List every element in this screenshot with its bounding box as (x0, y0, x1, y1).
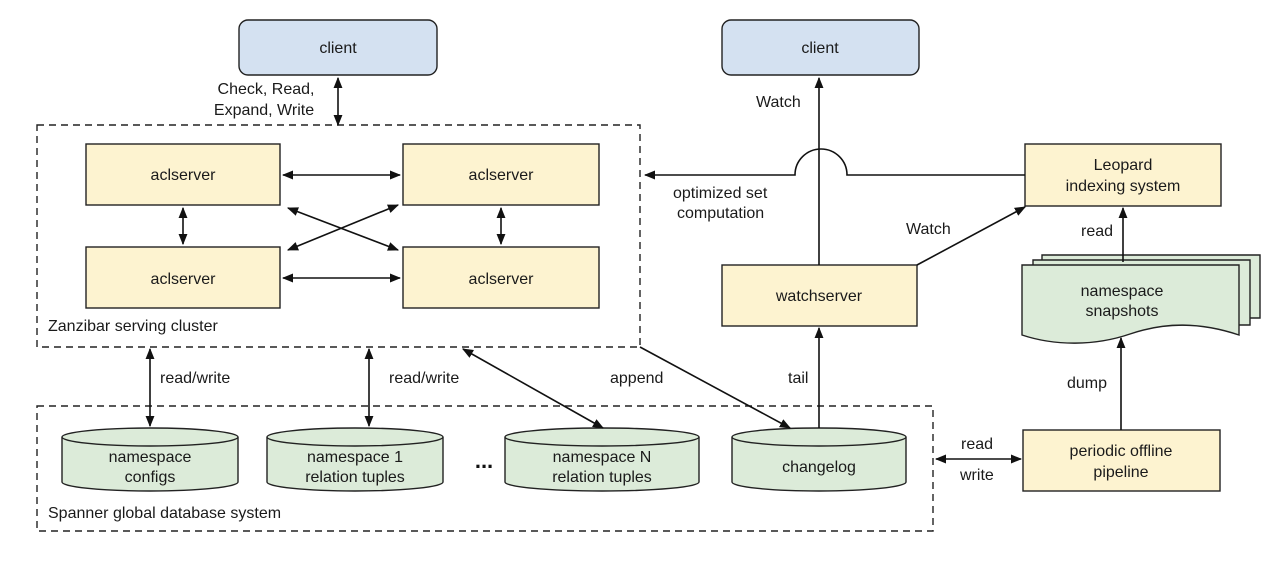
namespace-n-db: namespace N relation tuples (504, 427, 700, 492)
edge-acl-diag-2 (286, 204, 400, 251)
client-left-node: client (238, 19, 438, 76)
edge-optimized-label-line2: computation (677, 205, 764, 222)
watchserver-label: watchserver (775, 288, 863, 305)
namespace-snapshots-node: namespace snapshots (1021, 254, 1261, 344)
aclserver-bottom-left-label: aclserver (151, 271, 217, 288)
changelog-db: changelog (731, 427, 907, 492)
edge-readwrite-1-label: read/write (160, 370, 230, 387)
edge-read-snapshots-label: read (1081, 223, 1113, 240)
edge-read-pipeline-label: read (961, 436, 993, 453)
snapshots-label-line1: namespace (1081, 283, 1164, 300)
watchserver-node: watchserver (721, 264, 918, 327)
zanzibar-cluster-label: Zanzibar serving cluster (48, 318, 219, 335)
namespace-configs-db: namespace configs (61, 427, 239, 492)
aclserver-top-left-node: aclserver (85, 143, 281, 206)
namespace-configs-label-line2: configs (125, 469, 176, 486)
spanner-cluster-label: Spanner global database system (48, 505, 281, 522)
snapshots-label-line2: snapshots (1086, 303, 1159, 320)
edge-tail-label: tail (788, 370, 808, 387)
namespace-n-label-line1: namespace N (553, 449, 652, 466)
edge-watch-client-label: Watch (756, 94, 801, 111)
aclserver-bottom-right-node: aclserver (402, 246, 600, 309)
leopard-label-line1: Leopard (1094, 157, 1153, 174)
client-left-label: client (319, 40, 357, 57)
edge-leopard-cluster (643, 148, 1025, 180)
edge-watch-leopard-label: Watch (906, 221, 951, 238)
leopard-node: Leopard indexing system (1024, 143, 1222, 207)
namespace-1-label-line1: namespace 1 (307, 449, 403, 466)
edge-write-pipeline-label: write (959, 467, 994, 484)
edge-append-changelog (639, 346, 791, 429)
edge-client-api-label-line2: Expand, Write (214, 102, 314, 119)
leopard-label-line2: indexing system (1066, 178, 1181, 195)
changelog-label: changelog (782, 459, 856, 476)
edge-client-api-label-line1: Check, Read, (218, 81, 315, 98)
client-right-label: client (801, 40, 839, 57)
ellipsis-glyph: ... (475, 448, 493, 473)
aclserver-top-right-label: aclserver (469, 167, 535, 184)
pipeline-node: periodic offline pipeline (1022, 429, 1221, 492)
pipeline-label-line2: pipeline (1093, 464, 1148, 481)
edge-dump-label: dump (1067, 375, 1107, 392)
namespace-n-label-line2: relation tuples (552, 469, 652, 486)
client-right-node: client (721, 19, 920, 76)
namespace-1-label-line2: relation tuples (305, 469, 405, 486)
pipeline-label-line1: periodic offline (1070, 443, 1173, 460)
aclserver-bottom-left-node: aclserver (85, 246, 281, 309)
aclserver-bottom-right-label: aclserver (469, 271, 535, 288)
edge-watch-leopard (916, 206, 1026, 266)
namespace-configs-label-line1: namespace (109, 449, 192, 466)
edge-append-label: append (610, 370, 663, 387)
edge-readwrite-nsn (462, 348, 604, 429)
namespace-1-db: namespace 1 relation tuples (266, 427, 444, 492)
edge-readwrite-2-label: read/write (389, 370, 459, 387)
aclserver-top-right-node: aclserver (402, 143, 600, 206)
aclserver-top-left-label: aclserver (151, 167, 217, 184)
edge-optimized-label-line1: optimized set (673, 185, 768, 202)
